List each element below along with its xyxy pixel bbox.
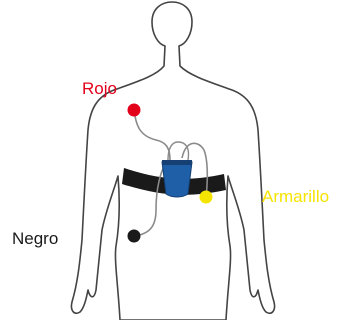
monitor-device [162, 162, 192, 197]
electrode-red [128, 104, 141, 117]
label-yellow: Armarillo [262, 187, 329, 206]
lead-wire-loop [168, 142, 189, 160]
lead-wire-red [134, 110, 170, 160]
monitor-device-clip [162, 160, 192, 165]
label-red: Rojo [82, 79, 117, 98]
electrode-yellow [200, 191, 213, 204]
electrode-black [128, 230, 141, 243]
label-black: Negro [12, 229, 58, 248]
